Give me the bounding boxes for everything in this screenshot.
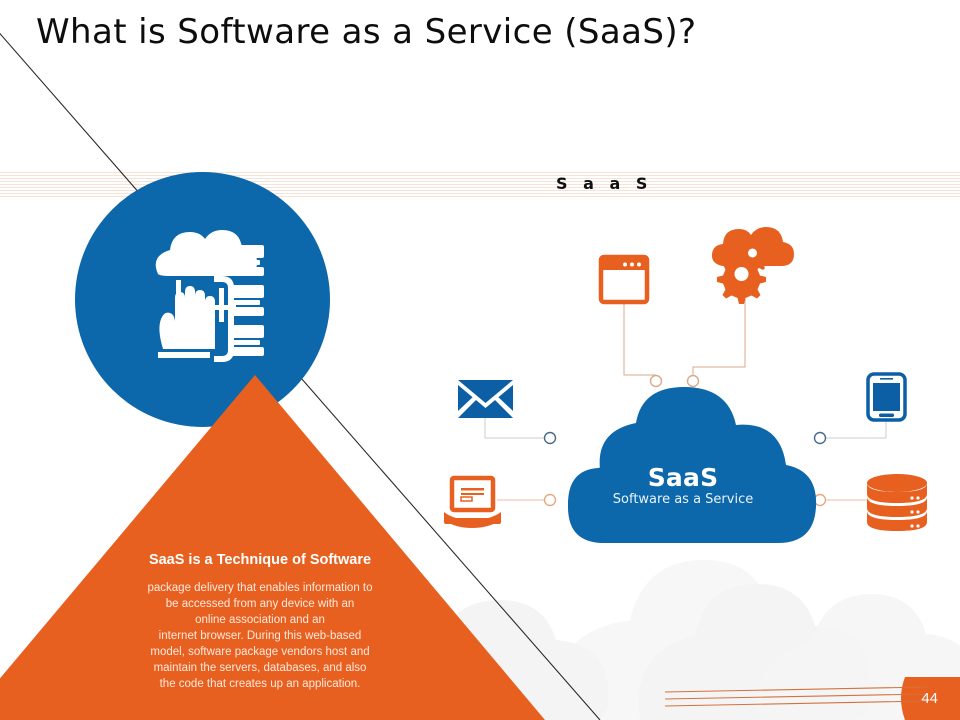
connector-node-gears	[686, 374, 700, 388]
tablet-device-icon	[866, 372, 907, 422]
cloud-title: SaaS	[647, 463, 719, 492]
cloud-subtitle: Software as a Service	[612, 492, 754, 507]
envelope-icon	[458, 380, 513, 418]
triangle-body-line: be accessed from any device with an	[165, 598, 355, 610]
cloud-gears-icon	[711, 227, 794, 304]
connector-node-laptop	[543, 493, 557, 507]
page-number: 44	[921, 690, 938, 707]
triangle-body: package delivery that enables informatio…	[110, 580, 410, 692]
triangle-body-line: model, software package vendors host and	[150, 646, 370, 658]
triangle-body-line: the code that creates up an application.	[159, 678, 361, 690]
laptop-icon	[444, 475, 501, 528]
triangle-body-line: maintain the servers, databases, and als…	[153, 662, 367, 674]
triangle-body-line: online association and an	[195, 614, 325, 626]
page-title: What is Software as a Service (SaaS)?	[36, 12, 697, 52]
connector-node-browser	[649, 374, 663, 388]
band-label: S a a S	[556, 174, 653, 193]
triangle-heading: SaaS is a Technique of Software	[148, 552, 372, 568]
browser-window-icon	[598, 254, 650, 305]
connector-node-email	[543, 431, 557, 445]
database-stack-icon	[867, 474, 927, 531]
triangle-body-line: package delivery that enables informatio…	[147, 582, 373, 594]
connector-node-tablet	[813, 431, 827, 445]
triangle-body-line: internet browser. During this web-based	[158, 630, 362, 642]
